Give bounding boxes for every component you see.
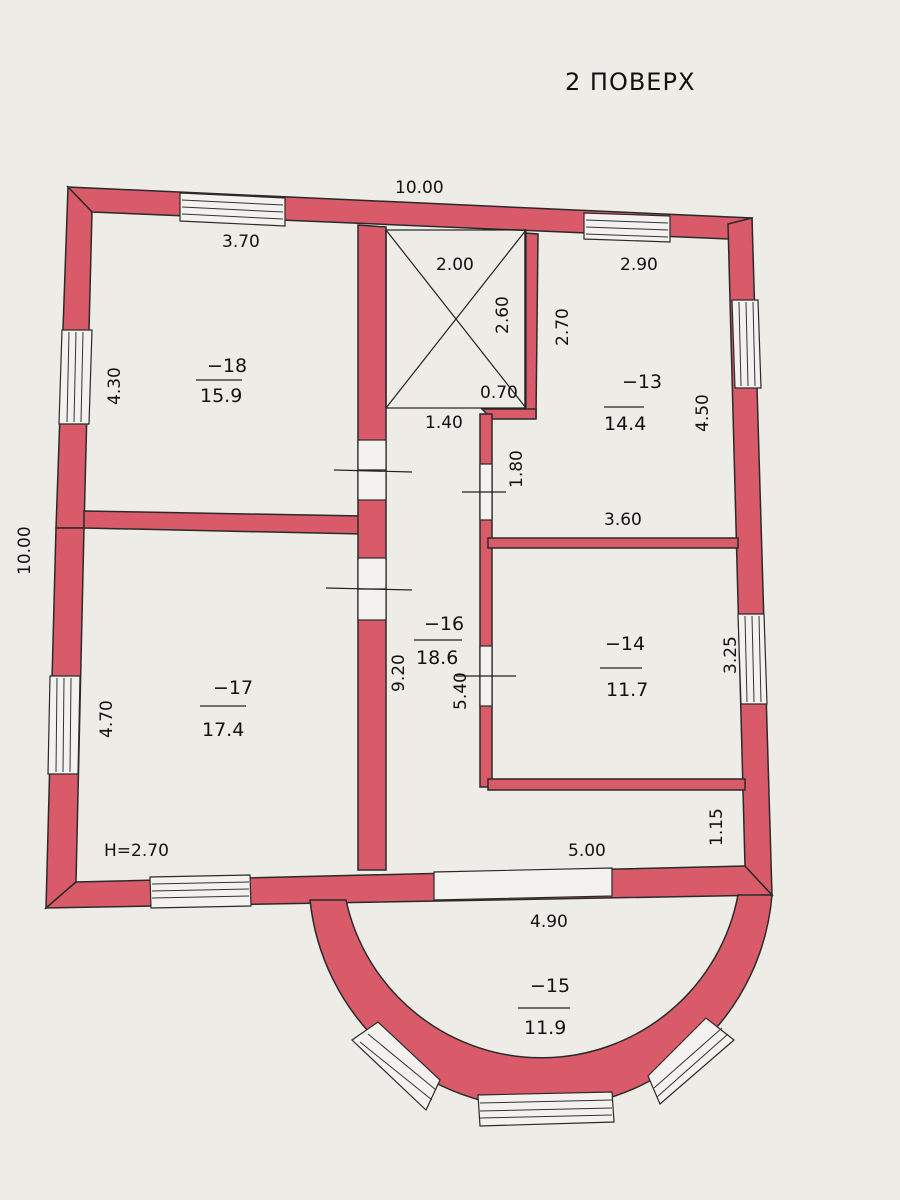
room-16-code: −16 bbox=[424, 613, 464, 635]
wall-14-bottom bbox=[487, 778, 746, 791]
opening-bay bbox=[433, 867, 613, 901]
room-14: −14 11.7 3.25 bbox=[600, 633, 741, 701]
room-16-area: 18.6 bbox=[416, 647, 458, 669]
wall-18-17 bbox=[83, 510, 363, 535]
stair-width: 2.00 bbox=[436, 255, 474, 275]
door-room-14 bbox=[456, 645, 516, 707]
window-bay-left bbox=[351, 1021, 441, 1112]
door-room-17 bbox=[325, 557, 413, 621]
room-15-width: 4.90 bbox=[530, 912, 568, 932]
wall-13-14 bbox=[487, 537, 739, 549]
room-13-width: 2.90 bbox=[620, 255, 658, 275]
room-14-area: 11.7 bbox=[606, 679, 648, 701]
stair-dims: 2.00 2.60 0.70 bbox=[436, 255, 518, 403]
door-room-13 bbox=[462, 463, 506, 521]
room-17: 4.70 −17 17.4 H=2.70 bbox=[97, 677, 253, 861]
room-13-step: 1.80 bbox=[507, 450, 527, 488]
window-bay-right bbox=[647, 1017, 735, 1105]
room-16-top: 1.40 bbox=[425, 413, 463, 433]
room-17-area: 17.4 bbox=[202, 719, 244, 741]
room-18-width: 3.70 bbox=[222, 232, 260, 252]
walls bbox=[43, 185, 774, 1109]
room-16: 1.40 9.20 5.40 −16 18.6 5.00 1.15 bbox=[389, 413, 727, 861]
room-13-left: 2.70 bbox=[553, 308, 573, 346]
ceiling-height: H=2.70 bbox=[104, 841, 169, 861]
overall-width: 10.00 bbox=[395, 178, 444, 198]
window-top-right bbox=[583, 212, 671, 243]
wall-corridor-left bbox=[357, 224, 387, 871]
room-16-step: 1.15 bbox=[707, 808, 727, 846]
room-15-code: −15 bbox=[530, 975, 570, 997]
room-13-bottom: 3.60 bbox=[604, 510, 642, 530]
room-16-bottom: 5.00 bbox=[568, 841, 606, 861]
room-13-height: 4.50 bbox=[693, 394, 713, 432]
window-right-lower bbox=[737, 613, 768, 705]
window-top-left bbox=[179, 192, 286, 227]
room-14-code: −14 bbox=[605, 633, 645, 655]
doors bbox=[325, 439, 516, 707]
room-18-height: 4.30 bbox=[105, 367, 125, 405]
windows bbox=[47, 192, 768, 1127]
door-room-18 bbox=[333, 439, 413, 501]
room-13-area: 14.4 bbox=[604, 413, 646, 435]
stair-ledge: 0.70 bbox=[480, 383, 518, 403]
room-17-code: −17 bbox=[213, 677, 253, 699]
window-bottom bbox=[149, 874, 252, 909]
stair-depth: 2.60 bbox=[493, 296, 513, 334]
room-18: 3.70 4.30 −18 15.9 bbox=[105, 232, 260, 407]
overall-height: 10.00 bbox=[15, 526, 35, 575]
room-18-area: 15.9 bbox=[200, 385, 242, 407]
room-15-area: 11.9 bbox=[524, 1017, 566, 1039]
stairwell bbox=[385, 229, 527, 409]
window-bay-center bbox=[477, 1091, 615, 1127]
room-13: 2.90 2.70 4.50 −13 14.4 1.80 3.60 bbox=[507, 255, 713, 530]
room-16-inner: 5.40 bbox=[451, 672, 471, 710]
room-13-code: −13 bbox=[622, 371, 662, 393]
room-18-code: −18 bbox=[207, 355, 247, 377]
floor-title: 2 ПОВЕРХ bbox=[565, 68, 695, 96]
wall-stair-right bbox=[524, 232, 539, 419]
room-15: 4.90 −15 11.9 bbox=[518, 912, 570, 1039]
window-right-upper bbox=[731, 299, 762, 389]
room-17-height: 4.70 bbox=[97, 700, 117, 738]
room-16-length: 9.20 bbox=[389, 654, 409, 692]
window-left-upper bbox=[58, 329, 93, 425]
room-14-height: 3.25 bbox=[721, 636, 741, 674]
window-left-lower bbox=[47, 675, 81, 775]
